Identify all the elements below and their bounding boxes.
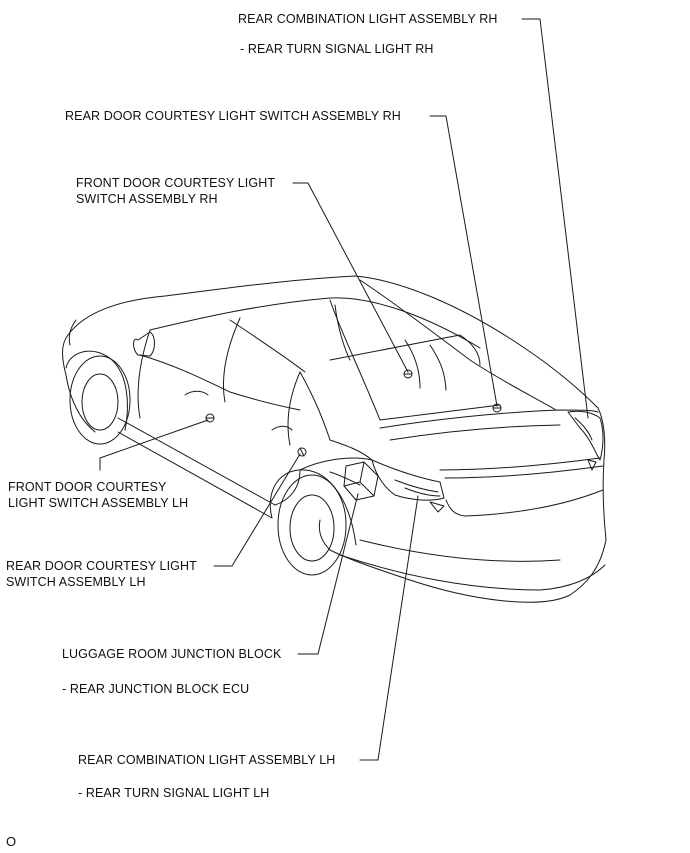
- figure-code: O: [6, 834, 17, 849]
- leader-rear-comb-rh: [521, 18, 589, 419]
- label-rear-comb-lh-sub: - REAR TURN SIGNAL LIGHT LH: [78, 786, 270, 800]
- front-door-switch-lh: [205, 413, 215, 423]
- label-luggage-jb-title: LUGGAGE ROOM JUNCTION BLOCK: [62, 647, 282, 661]
- leader-rear-door-rh: [429, 115, 498, 407]
- leader-luggage-jb: [297, 493, 359, 655]
- front-door-switch-rh: [403, 369, 413, 379]
- car-body: [62, 275, 607, 603]
- leader-front-door-lh: [99, 419, 209, 471]
- label-front-door-switch-lh-line2: LIGHT SWITCH ASSEMBLY LH: [8, 496, 189, 510]
- rear-combination-light-rh: [567, 410, 604, 471]
- label-rear-door-switch-rh: REAR DOOR COURTESY LIGHT SWITCH ASSEMBLY…: [65, 109, 401, 123]
- label-front-door-switch-rh-line1: FRONT DOOR COURTESY LIGHT: [76, 176, 276, 190]
- rear-door-switch-lh: [297, 447, 307, 457]
- leader-front-door-rh: [292, 182, 409, 373]
- label-rear-door-switch-lh-line1: REAR DOOR COURTESY LIGHT: [6, 559, 197, 573]
- label-rear-comb-rh-title: REAR COMBINATION LIGHT ASSEMBLY RH: [238, 12, 498, 26]
- label-luggage-jb-sub: - REAR JUNCTION BLOCK ECU: [62, 682, 250, 696]
- label-rear-door-switch-lh-line2: SWITCH ASSEMBLY LH: [6, 575, 146, 589]
- label-front-door-switch-lh-line1: FRONT DOOR COURTESY: [8, 480, 167, 494]
- label-rear-comb-rh-sub: - REAR TURN SIGNAL LIGHT RH: [240, 42, 434, 56]
- leader-rear-door-lh: [213, 453, 301, 567]
- label-front-door-switch-rh-line2: SWITCH ASSEMBLY RH: [76, 192, 218, 206]
- leader-rear-comb-lh: [359, 495, 419, 761]
- luggage-room-junction-block: [343, 461, 379, 501]
- rear-combination-light-lh: [371, 459, 445, 513]
- label-rear-comb-lh-title: REAR COMBINATION LIGHT ASSEMBLY LH: [78, 753, 336, 767]
- leader-lines: [99, 18, 589, 761]
